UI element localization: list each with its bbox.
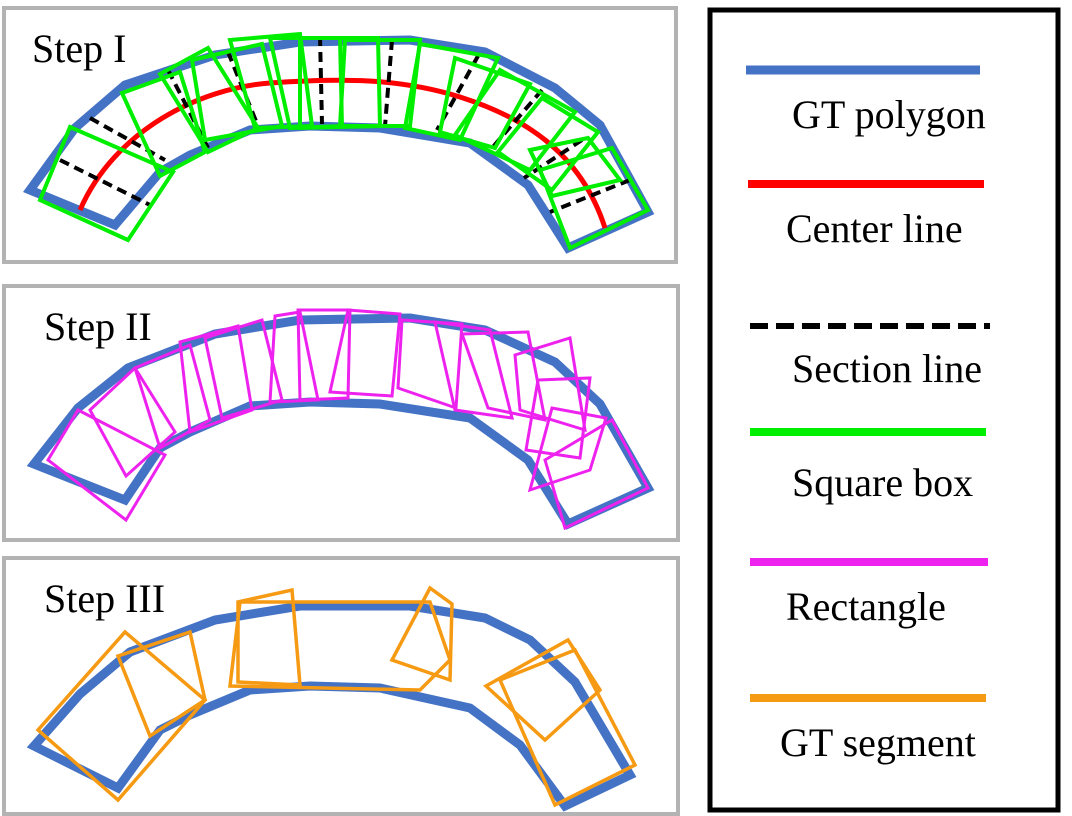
panel-step-1: Step I xyxy=(2,6,678,264)
panel-step-1-title: Step I xyxy=(32,26,126,71)
square-boxes xyxy=(37,31,651,251)
legend-label-square-box: Square box xyxy=(792,460,973,505)
legend-item-center-line: Center line xyxy=(748,180,984,251)
panel-step-3-title: Step III xyxy=(44,576,165,621)
legend-item-section-line: Section line xyxy=(750,323,990,391)
panel-step-3: Step III xyxy=(2,556,680,816)
panel-step-2-title: Step II xyxy=(44,304,152,349)
legend-item-gt-polygon: GT polygon xyxy=(746,65,986,137)
legend-label-rectangle: Rectangle xyxy=(786,584,946,629)
panel-step-2: Step II xyxy=(2,284,680,542)
legend-label-section-line: Section line xyxy=(792,346,982,391)
legend-label-gt-segment: GT segment xyxy=(780,720,976,765)
legend-item-square-box: Square box xyxy=(750,428,986,505)
rectangles xyxy=(46,308,651,531)
gt-segments xyxy=(35,585,638,808)
legend: GT polygon Center line Section line Squa… xyxy=(707,7,1061,813)
legend-label-gt-polygon: GT polygon xyxy=(792,92,986,137)
center-line xyxy=(77,77,608,229)
gt-polygon-step-3 xyxy=(26,601,637,812)
legend-label-center-line: Center line xyxy=(786,206,963,251)
legend-item-rectangle: Rectangle xyxy=(750,558,988,629)
legend-item-gt-segment: GT segment xyxy=(750,694,986,765)
legend-frame xyxy=(707,7,1061,813)
